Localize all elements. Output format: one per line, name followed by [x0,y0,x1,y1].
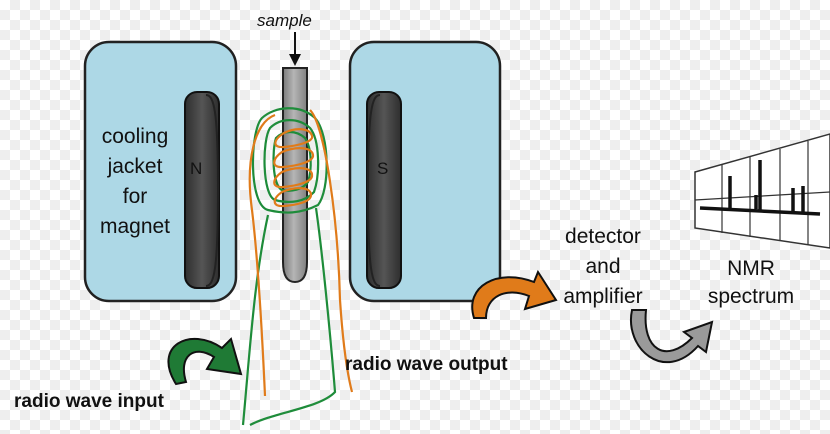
detector-to-spectrum-arrow [629,309,714,363]
detector-amplifier-line: detector [565,225,641,248]
radio-wave-input-arrow [167,337,243,386]
coil-output-wire [248,109,354,397]
detector-amplifier-line: amplifier [563,285,643,308]
magnet-pole-south [366,91,402,289]
radio-wave-input-label: radio wave input [14,391,164,412]
pole-label-south: S [377,159,389,178]
nmr-spectrum-icon [694,133,830,249]
nmr-spectrum-line: NMR [727,257,775,280]
pole-label-north: N [190,159,203,178]
detector-amplifier-line: and [585,255,621,278]
cooling-jacket-line: for [122,185,148,208]
sample-pointer-arrow [289,32,301,66]
nmr-spectrum-label: NMR spectrum [697,255,805,311]
cooling-jacket-line: cooling [101,125,169,148]
radio-wave-output-label: radio wave output [345,354,508,375]
radio-wave-output-arrow [471,269,558,319]
sample-label: sample [257,11,312,30]
nmr-spectrum-line: spectrum [707,285,795,308]
cooling-jacket-line: jacket [107,155,163,178]
sample-tube [282,67,308,284]
cooling-jacket-line: magnet [99,215,171,238]
detector-amplifier-label: detector and amplifier [548,222,658,312]
cooling-jacket-label: cooling jacket for magnet [86,122,184,242]
magnet-pole-north [184,91,220,289]
